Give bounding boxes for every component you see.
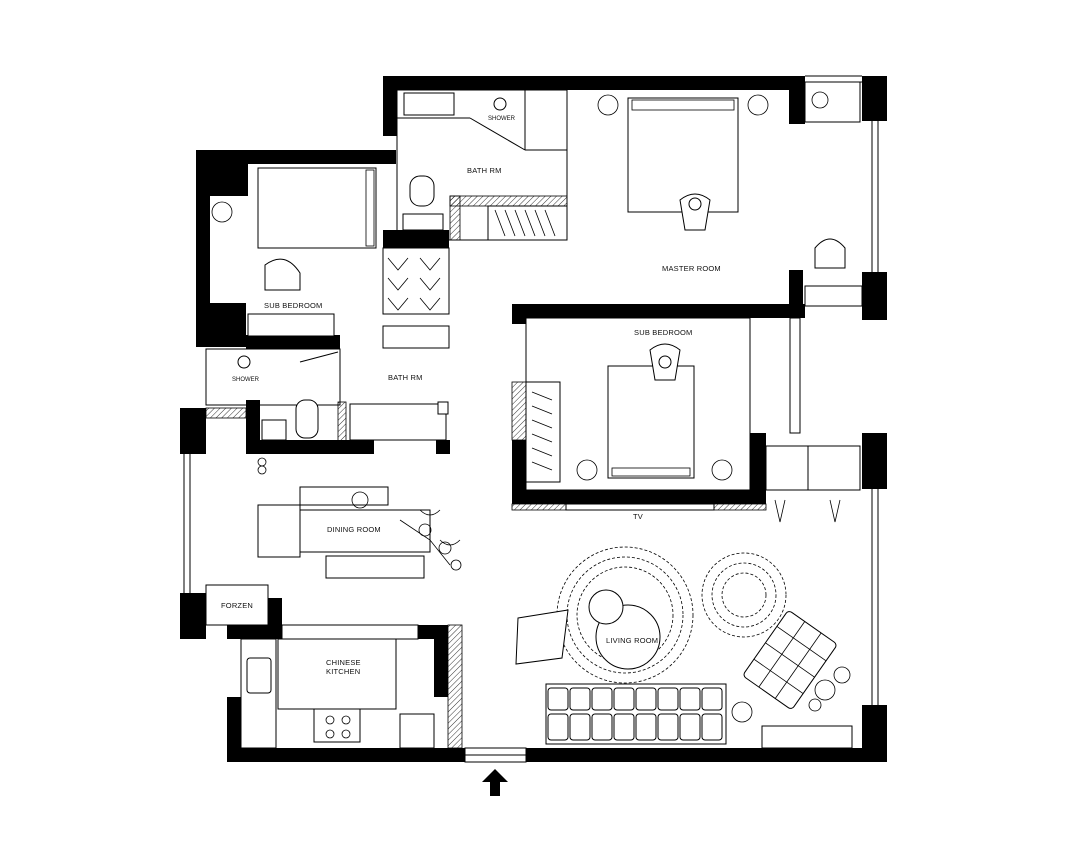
label-frozen: FORZEN xyxy=(221,601,253,610)
sofa-cushions xyxy=(547,687,723,741)
lounge-chair xyxy=(743,611,837,709)
label-dining-room: DINING ROOM xyxy=(327,525,381,534)
label-kitchen-line1: CHINESE xyxy=(326,658,361,667)
interior-walls xyxy=(227,230,790,697)
kitchen-furniture xyxy=(205,584,463,749)
label-shower-top: SHOWER xyxy=(488,116,516,122)
label-tv: TV xyxy=(633,512,643,521)
entrance xyxy=(464,747,527,763)
label-sub-bedroom-left: SUB BEDROOM xyxy=(264,301,322,310)
bath-top-fixtures xyxy=(396,89,568,241)
label-master-room: MASTER ROOM xyxy=(662,264,721,273)
label-shower-left: SHOWER xyxy=(232,377,260,383)
label-kitchen-line2: KITCHEN xyxy=(326,667,360,676)
right-windows xyxy=(805,75,879,705)
entrance-arrow-icon xyxy=(482,769,508,796)
label-bath-top: BATH RM xyxy=(467,166,502,175)
left-sub-bedroom-furniture xyxy=(211,167,450,349)
left-windows xyxy=(183,196,207,593)
bath-middle-fixtures xyxy=(205,348,449,475)
label-living-room: LIVING ROOM xyxy=(606,636,658,645)
label-bath-mid: BATH RM xyxy=(388,373,423,382)
label-sub-bedroom-right: SUB BEDROOM xyxy=(634,328,692,337)
dining-furniture xyxy=(257,486,462,579)
living-furniture xyxy=(515,499,853,749)
right-sub-bedroom-furniture xyxy=(511,317,861,511)
master-bedroom-furniture xyxy=(597,81,863,307)
